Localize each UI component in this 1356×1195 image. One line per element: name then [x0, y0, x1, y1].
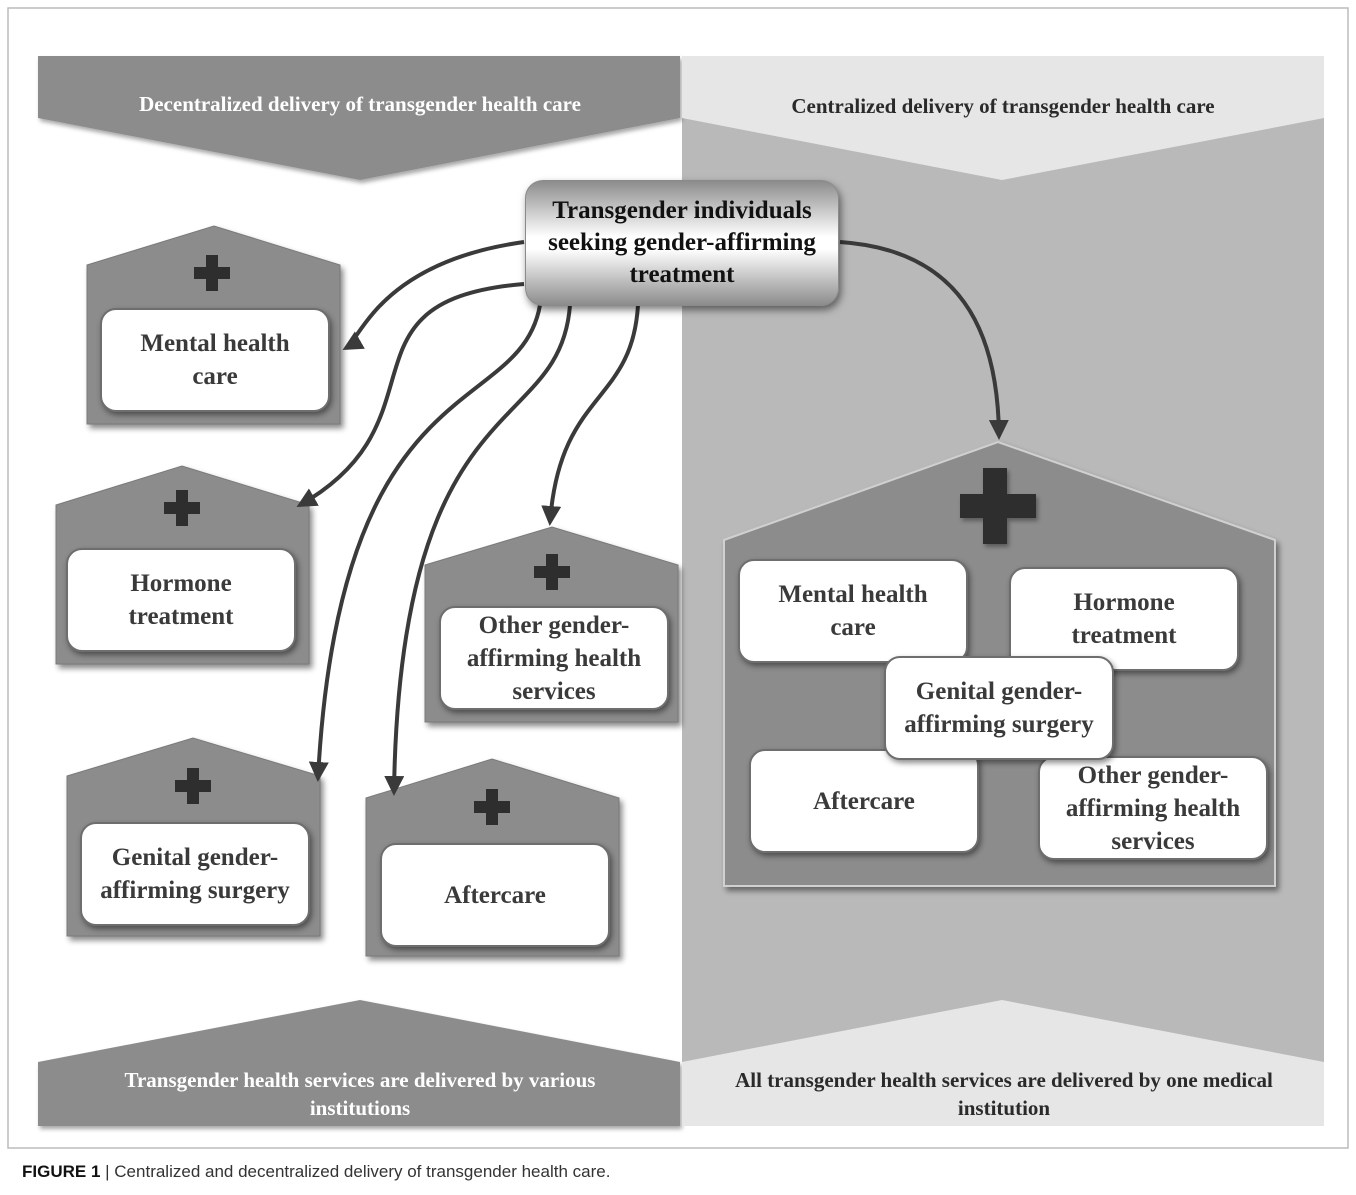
service-mental-health: Mental health care — [100, 308, 330, 412]
central-service-mental-health: Mental health care — [738, 559, 968, 663]
decentralized-footer-text: Transgender health services are delivere… — [124, 1068, 596, 1120]
caption-label: FIGURE 1 — [22, 1162, 101, 1181]
centralized-banner — [682, 56, 1324, 180]
source-node: Transgender individuals seeking gender-a… — [525, 180, 839, 306]
medical-cross-icon — [194, 255, 230, 291]
arrow-to-other-services — [541, 304, 640, 526]
medical-cross-icon — [474, 789, 510, 825]
arrow-to-aftercare — [384, 304, 572, 796]
centralized-footer-banner — [682, 1000, 1324, 1126]
central-service-aftercare: Aftercare — [749, 749, 979, 853]
medical-cross-icon — [960, 468, 1036, 544]
decentralized-banner-title: Decentralized delivery of transgender he… — [139, 92, 581, 116]
service-hormone: Hormone treatment — [66, 548, 296, 652]
service-other: Other gender-affirming health services — [439, 606, 669, 710]
caption-separator: | — [100, 1162, 115, 1181]
decentralized-banner — [38, 56, 680, 180]
caption-text: Centralized and decentralized delivery o… — [114, 1162, 611, 1181]
service-aftercare: Aftercare — [380, 843, 610, 947]
arrow-to-mental-health — [342, 240, 525, 350]
centralized-footer-text: All transgender health services are deli… — [735, 1068, 1273, 1120]
figure-caption: FIGURE 1 | Centralized and decentralized… — [22, 1162, 610, 1182]
medical-cross-icon — [175, 768, 211, 804]
centralized-banner-title: Centralized delivery of transgender heal… — [791, 94, 1215, 118]
arrow-to-genital-surgery — [308, 304, 542, 782]
medical-cross-icon — [534, 554, 570, 590]
service-genital-surgery: Genital gender-affirming surgery — [80, 822, 310, 926]
central-service-genital-surgery: Genital gender-affirming surgery — [884, 656, 1114, 760]
central-service-hormone: Hormone treatment — [1009, 567, 1239, 671]
arrows — [296, 240, 1009, 796]
decentralized-footer-banner — [38, 1000, 680, 1126]
medical-cross-icon — [164, 490, 200, 526]
central-service-other: Other gender-affirming health services — [1038, 756, 1268, 860]
arrow-to-central-institution — [839, 240, 1009, 440]
arrow-to-hormone — [296, 282, 525, 507]
